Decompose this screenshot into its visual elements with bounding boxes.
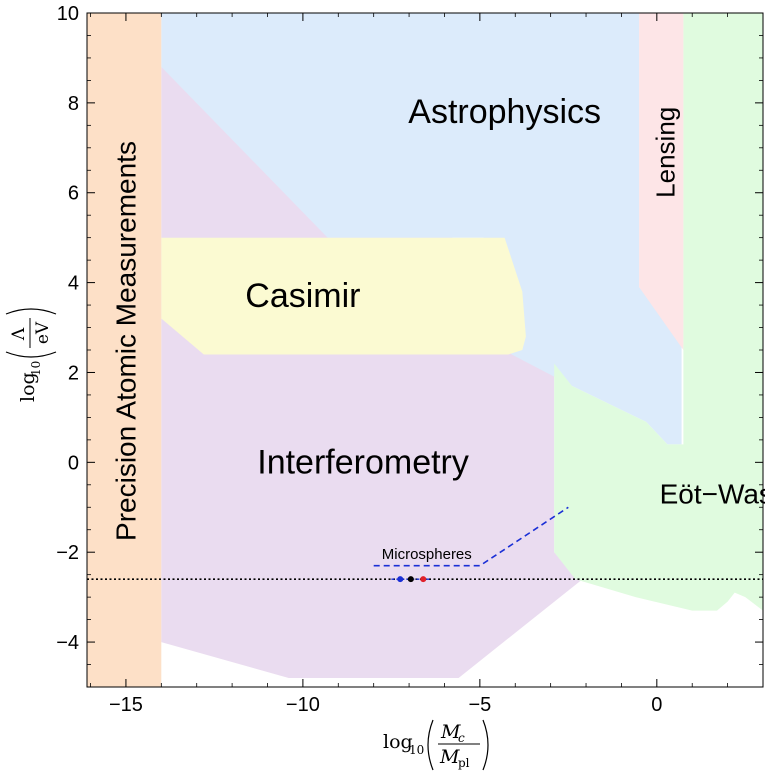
- data-point-3: [420, 576, 427, 583]
- x-tick-label: −10: [286, 694, 320, 716]
- data-point-2: [407, 576, 414, 583]
- y-tick-label: 4: [68, 273, 79, 295]
- x-axis-label-num: M: [440, 721, 461, 743]
- y-tick-label: 6: [68, 183, 79, 205]
- y-tick-label: 0: [68, 452, 79, 474]
- region-label-casimir: Casimir: [245, 277, 360, 315]
- x-axis-label-rparen: [482, 719, 489, 771]
- region-interferometry: [161, 66, 583, 678]
- y-tick-label: −4: [56, 632, 79, 654]
- region-casimir: [161, 237, 526, 355]
- y-axis-label-sub: 10: [29, 361, 43, 376]
- y-tick-label: 10: [57, 3, 79, 25]
- region-label-eot-wash: Eöt−Wash: [660, 478, 765, 509]
- x-axis-label-sub: 10: [409, 743, 424, 757]
- regions-layer: [87, 13, 763, 687]
- x-axis-label-num-sub: c: [458, 731, 465, 745]
- region-eot-wash: [554, 13, 763, 611]
- region-precision-atomic-measurements: [87, 13, 162, 687]
- microspheres-line: [373, 506, 569, 567]
- y-axis-label-den: eV: [33, 321, 53, 344]
- y-tick-label: 8: [68, 93, 79, 115]
- y-axis-label-lparen: [5, 351, 57, 358]
- ticks-layer: −15 −10 −5 0 −4 −2 0 2 4 6 8 10: [56, 3, 764, 716]
- region-label-precision-atomic-measurements: Precision Atomic Measurements: [110, 141, 141, 541]
- y-axis-label-rparen: [5, 308, 57, 315]
- overlays-layer: Microspheres: [87, 506, 763, 583]
- x-tick-label: 0: [651, 694, 662, 716]
- region-label-astrophysics: Astrophysics: [408, 93, 601, 131]
- y-axis-label-log: log: [17, 372, 39, 402]
- x-axis-label-lparen: [427, 719, 434, 771]
- y-tick-label: −2: [56, 542, 79, 564]
- x-axis-label-den: M: [439, 746, 460, 768]
- region-lensing: [639, 13, 684, 350]
- y-tick-label: 2: [68, 362, 79, 384]
- region-label-interferometry: Interferometry: [257, 443, 469, 481]
- region-label-lensing: Lensing: [651, 107, 681, 198]
- microspheres-label: Microspheres: [382, 546, 472, 563]
- x-tick-label: −15: [109, 694, 143, 716]
- x-axis-label-log: log: [383, 731, 413, 753]
- x-tick-label: −5: [468, 694, 491, 716]
- y-axis-label-num: Λ: [9, 327, 29, 341]
- region-astrophysics: [161, 13, 682, 445]
- data-point-1: [397, 576, 404, 583]
- x-axis-label-den-sub: pl: [458, 756, 470, 770]
